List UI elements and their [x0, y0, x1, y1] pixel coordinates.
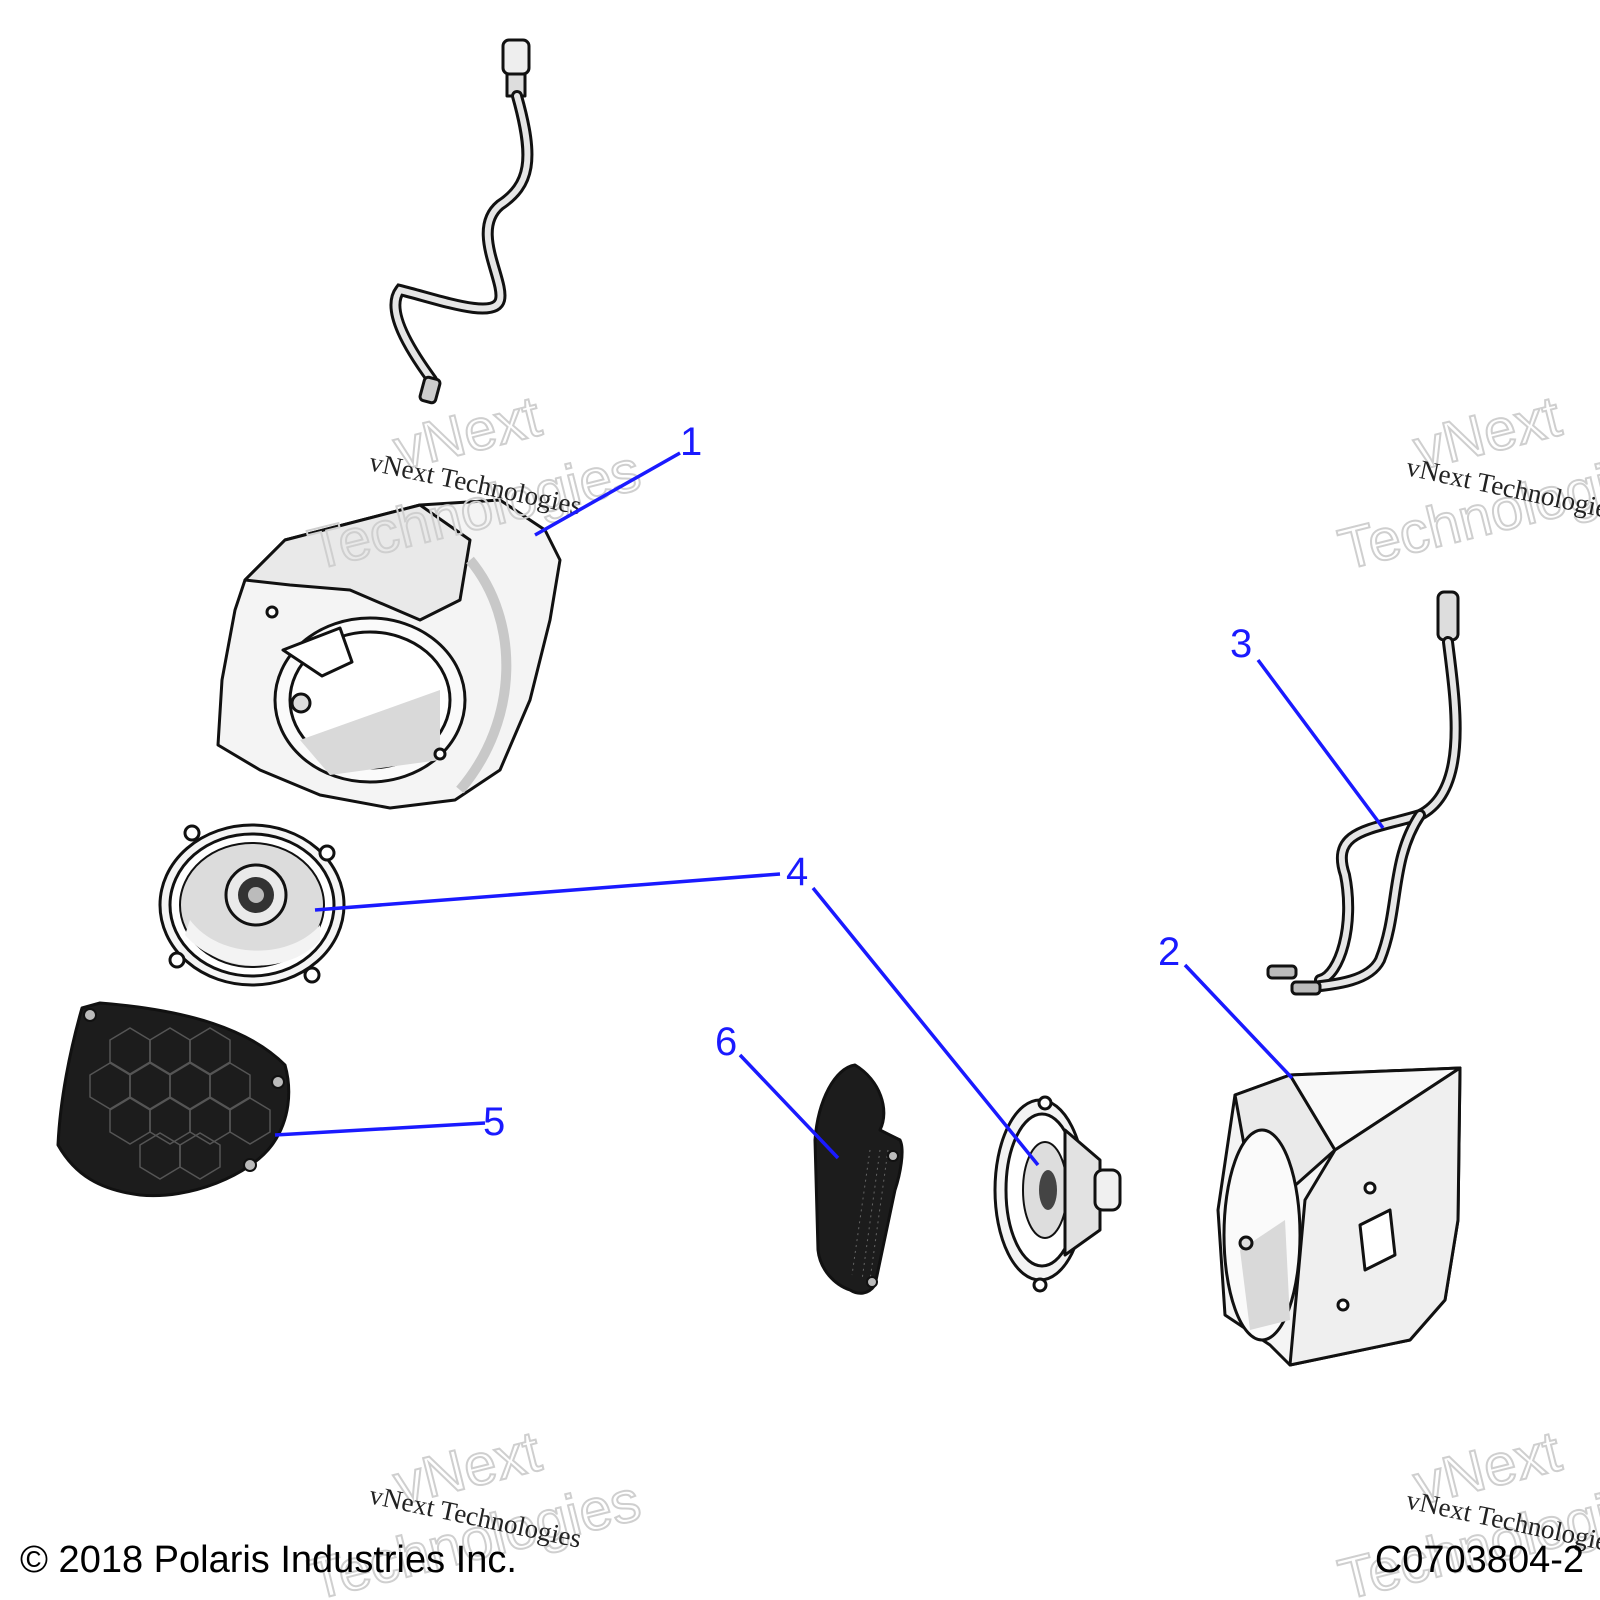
leader-5 — [274, 1121, 486, 1137]
speaker-pod-left — [216, 498, 562, 810]
leader-3 — [1256, 658, 1385, 830]
grille-left — [56, 1001, 291, 1198]
watermark-top-right: vNext Technologies vNext Technologies — [1331, 383, 1600, 584]
leader-4a — [314, 872, 781, 912]
grille-right — [813, 1063, 904, 1295]
leader-6 — [738, 1053, 840, 1160]
speaker-pod-right — [1216, 1066, 1462, 1367]
leader-lines — [274, 451, 1385, 1167]
speaker-right — [993, 1095, 1122, 1293]
callout-1: 1 — [680, 420, 702, 464]
speaker-left — [158, 823, 346, 987]
callout-3: 3 — [1230, 622, 1252, 666]
leader-2 — [1183, 963, 1294, 1080]
copyright-text: © 2018 Polaris Industries Inc. — [20, 1539, 517, 1581]
callout-4: 4 — [786, 850, 808, 894]
leader-1 — [534, 451, 681, 537]
wire-harness-right — [1266, 590, 1462, 996]
drawing-number: C0703804-2 — [1374, 1539, 1584, 1581]
callout-6: 6 — [715, 1020, 737, 1064]
callout-2: 2 — [1158, 930, 1180, 974]
callouts: 1 2 3 4 5 6 — [483, 420, 1252, 1144]
callout-5: 5 — [483, 1100, 505, 1144]
wire-harness-left — [389, 38, 534, 405]
leader-4b — [811, 886, 1040, 1167]
